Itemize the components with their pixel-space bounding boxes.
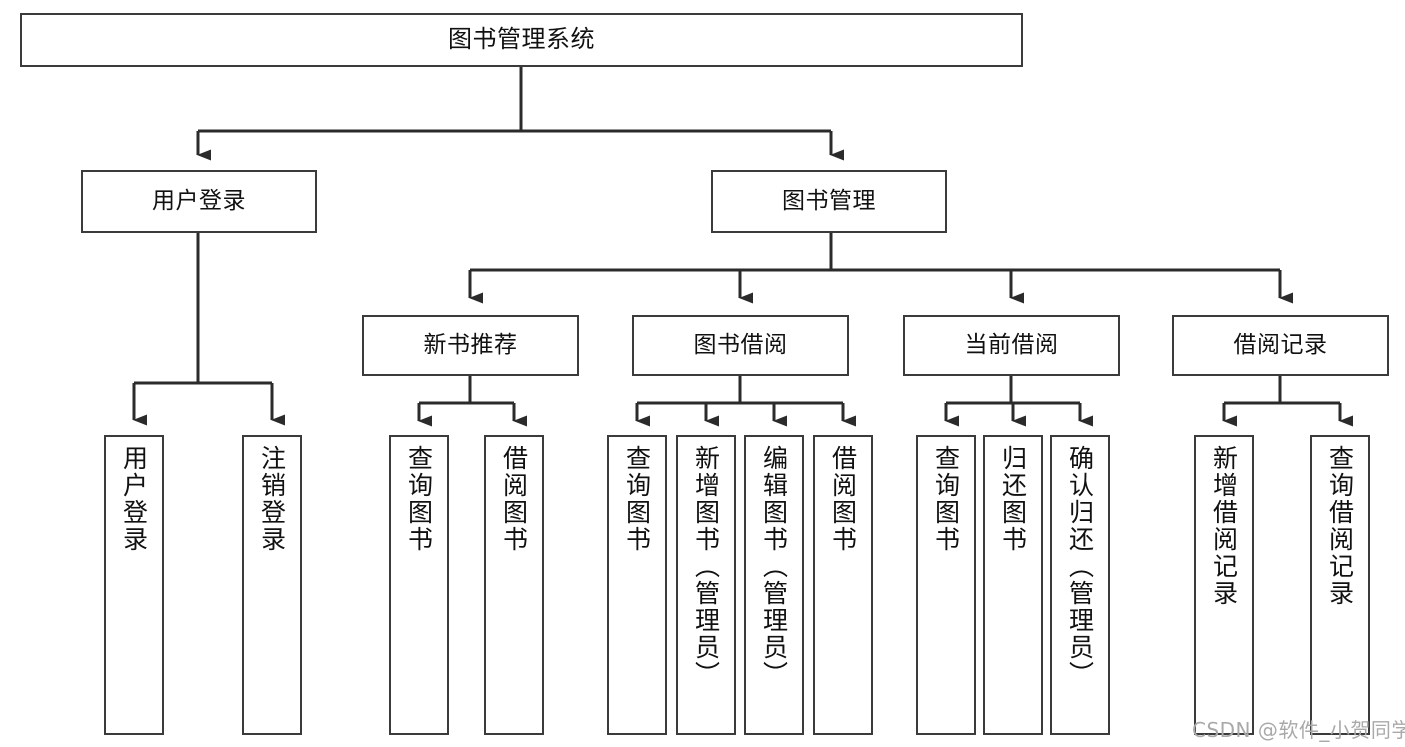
- node-label: 借阅图书: [499, 445, 529, 553]
- node-label: 图书借阅: [693, 332, 788, 359]
- leaf-book-borrow-borrow-book[interactable]: 借阅图书: [813, 435, 873, 735]
- leaf-user-login-logout[interactable]: 注销登录: [242, 435, 302, 735]
- leaf-borrow-record-add-record[interactable]: 新增借阅记录: [1194, 435, 1254, 735]
- leaf-current-borrow-query-book[interactable]: 查询图书: [916, 435, 976, 735]
- node-label: 新增图书（管理员）: [691, 445, 721, 688]
- node-current-borrow[interactable]: 当前借阅: [903, 315, 1120, 376]
- node-label: 查询借阅记录: [1325, 445, 1355, 607]
- leaf-current-borrow-confirm-return-admin[interactable]: 确认归还（管理员）: [1050, 435, 1110, 735]
- node-label: 借阅记录: [1233, 332, 1328, 359]
- node-label: 确认归还（管理员）: [1065, 445, 1095, 688]
- node-borrow-record[interactable]: 借阅记录: [1172, 315, 1389, 376]
- node-label: 用户登录: [119, 445, 149, 553]
- leaf-new-book-query-book[interactable]: 查询图书: [389, 435, 449, 735]
- leaf-borrow-record-query-record[interactable]: 查询借阅记录: [1310, 435, 1370, 735]
- node-label: 注销登录: [257, 445, 287, 553]
- leaf-new-book-borrow-book[interactable]: 借阅图书: [484, 435, 544, 735]
- node-label: 查询图书: [931, 445, 961, 553]
- leaf-user-login-login[interactable]: 用户登录: [104, 435, 164, 735]
- node-label: 新增借阅记录: [1209, 445, 1239, 607]
- node-label: 新书推荐: [423, 332, 518, 359]
- node-label: 编辑图书（管理员）: [759, 445, 789, 688]
- node-label: 查询图书: [404, 445, 434, 553]
- leaf-book-borrow-edit-book-admin[interactable]: 编辑图书（管理员）: [744, 435, 804, 735]
- node-label: 借阅图书: [828, 445, 858, 553]
- node-label: 图书管理系统: [448, 25, 595, 54]
- node-book-management[interactable]: 图书管理: [711, 170, 947, 233]
- leaf-book-borrow-query-book[interactable]: 查询图书: [607, 435, 667, 735]
- csdn-watermark: CSDN @软件_小贺同学: [1192, 718, 1405, 742]
- node-label: 归还图书: [998, 445, 1028, 553]
- node-new-book-recommend[interactable]: 新书推荐: [362, 315, 579, 376]
- node-label: 用户登录: [152, 188, 246, 215]
- node-label: 图书管理: [782, 188, 876, 215]
- node-user-login[interactable]: 用户登录: [81, 170, 317, 233]
- leaf-book-borrow-add-book-admin[interactable]: 新增图书（管理员）: [676, 435, 736, 735]
- node-root-book-management-system[interactable]: 图书管理系统: [20, 13, 1023, 67]
- node-label: 查询图书: [622, 445, 652, 553]
- node-label: 当前借阅: [964, 332, 1059, 359]
- node-book-borrow[interactable]: 图书借阅: [632, 315, 849, 376]
- leaf-current-borrow-return-book[interactable]: 归还图书: [983, 435, 1043, 735]
